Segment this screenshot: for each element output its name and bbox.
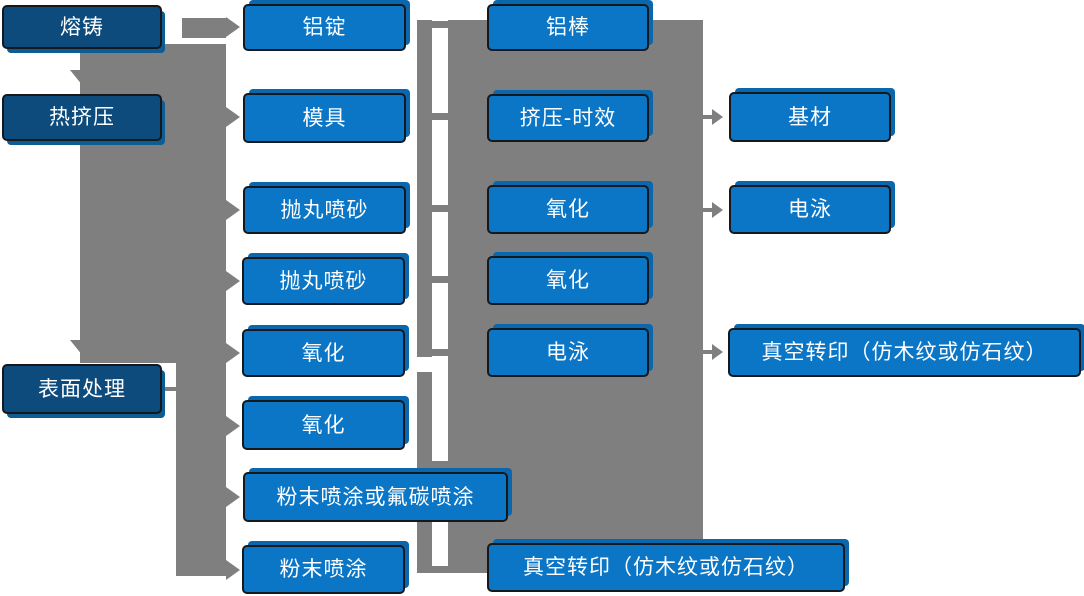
node-powder-coating: 粉末喷涂 <box>242 545 405 594</box>
connector-top-shaft <box>182 18 226 38</box>
node-vacuum-transfer-bottom: 真空转印（仿木纹或仿石纹） <box>487 543 845 592</box>
node-col2-oxidation-1: 氧化 <box>242 329 405 377</box>
node-powder-or-fluorocarbon-coating: 粉末喷涂或氟碳喷涂 <box>243 472 508 522</box>
connector-tick-row8 <box>432 566 448 573</box>
arrow-head-to-base-material-icon <box>712 109 723 125</box>
arrow-right-row4-icon <box>226 271 240 291</box>
arrow-right-row7-icon <box>226 487 240 507</box>
node-shot-blasting-1: 抛丸喷砂 <box>243 186 406 234</box>
connector-surface-treatment-tick <box>162 387 178 391</box>
node-aluminum-ingot: 铝锭 <box>243 4 406 51</box>
node-col2-oxidation-2: 氧化 <box>242 400 405 450</box>
arrow-right-row5-icon <box>226 343 240 363</box>
node-vacuum-transfer-right: 真空转印（仿木纹或仿石纹） <box>728 328 1081 377</box>
node-aluminum-rod: 铝棒 <box>487 4 649 51</box>
node-col4-electrophoresis: 电泳 <box>729 185 891 234</box>
arrow-down-to-hot-extrusion-icon <box>70 70 104 91</box>
connector-tick-row3 <box>432 205 448 212</box>
connector-left-band-wide <box>80 44 226 363</box>
arrow-right-row1-icon <box>226 17 240 37</box>
arrow-right-row2-icon <box>226 107 240 127</box>
arrow-right-row6-icon <box>226 416 240 436</box>
node-col3-oxidation-2: 氧化 <box>487 256 649 305</box>
arrow-down-to-surface-treatment-icon <box>70 340 104 361</box>
connector-tick-row5 <box>432 349 448 356</box>
arrow-shaft-to-electrophoresis <box>703 208 713 212</box>
arrow-head-to-electrophoresis-icon <box>712 202 723 218</box>
connector-tick-row4 <box>432 276 448 283</box>
connector-mid-bar-top <box>417 20 432 357</box>
connector-left-band-narrow <box>176 363 226 576</box>
arrow-head-to-vacuum-transfer-icon <box>712 344 723 360</box>
arrow-right-row8-icon <box>226 560 240 580</box>
node-mold: 模具 <box>243 93 406 143</box>
node-extrusion-aging: 挤压-时效 <box>487 94 649 142</box>
connector-tick-row1 <box>432 21 448 28</box>
node-col3-electrophoresis: 电泳 <box>487 328 649 377</box>
arrow-right-row3-icon <box>226 200 240 220</box>
node-hot-extrusion: 热挤压 <box>2 94 162 141</box>
node-base-material: 基材 <box>729 92 891 142</box>
node-shot-blasting-2: 抛丸喷砂 <box>242 257 405 305</box>
node-surface-treatment: 表面处理 <box>2 364 162 414</box>
connector-tick-row2 <box>432 113 448 120</box>
connector-tick-row6 <box>432 461 448 468</box>
node-col3-oxidation-1: 氧化 <box>487 185 649 234</box>
arrow-shaft-to-vacuum-transfer <box>703 350 713 354</box>
arrow-shaft-to-base-material <box>703 115 713 119</box>
node-melt-casting: 熔铸 <box>2 5 162 49</box>
